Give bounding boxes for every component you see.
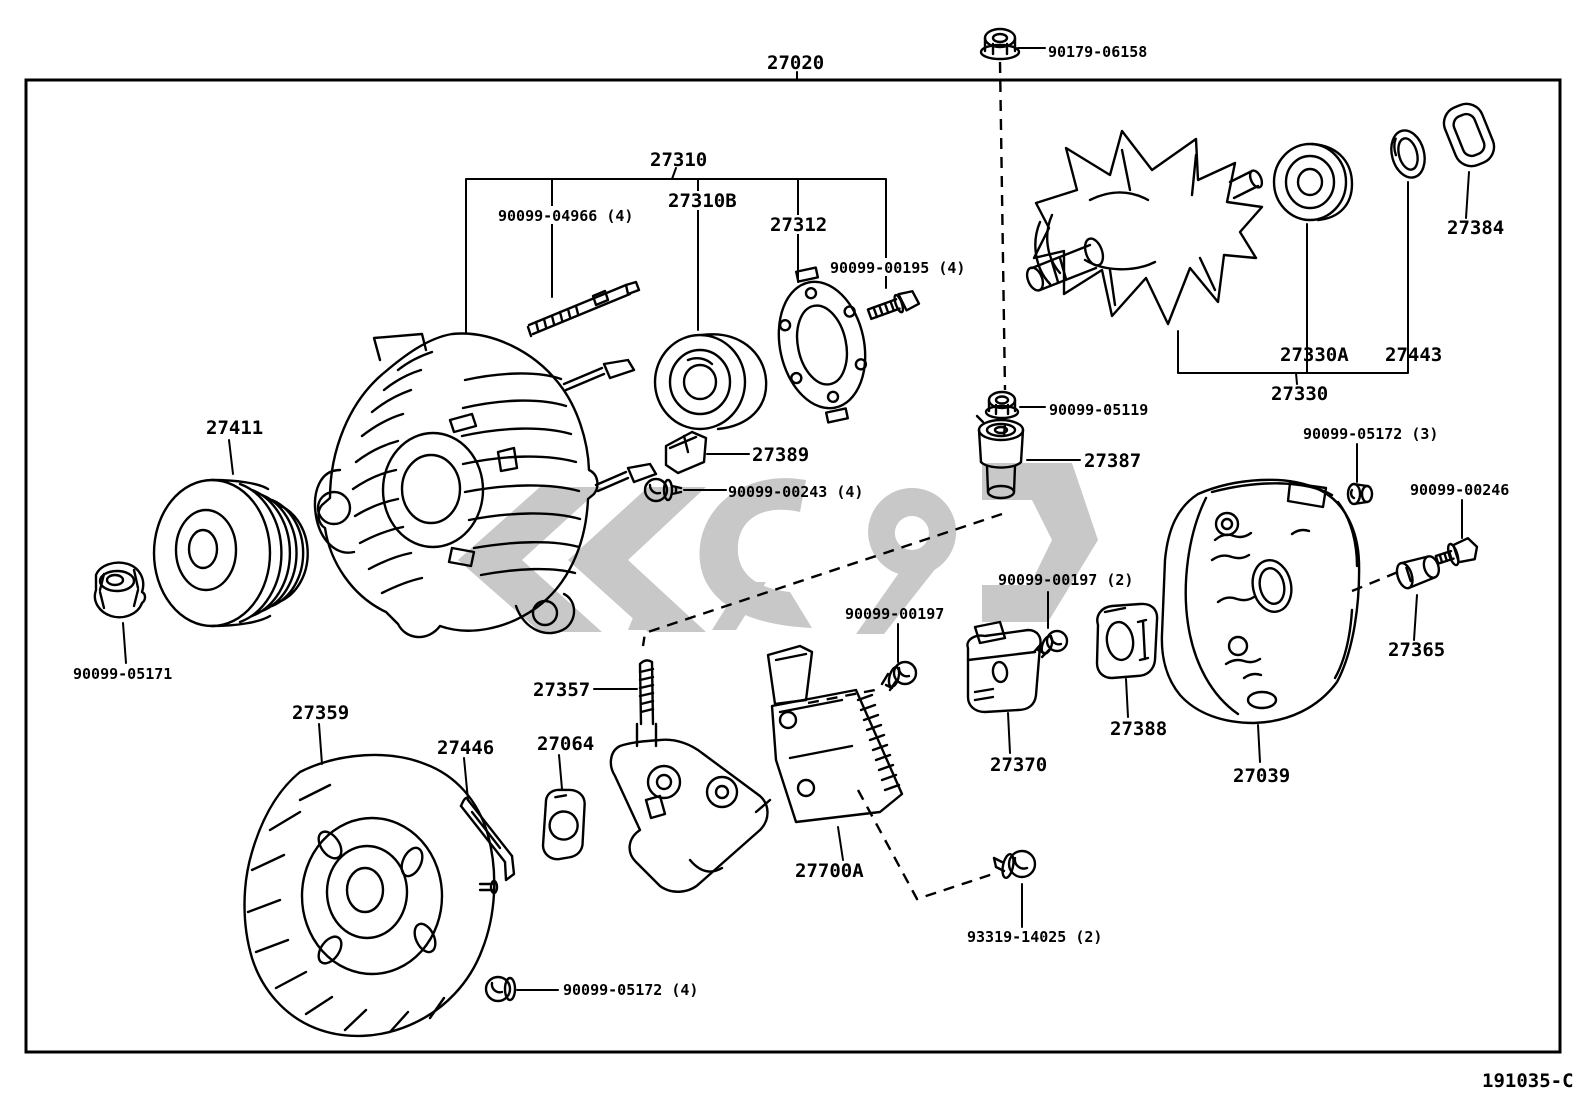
part-label-27700A: 27700A: [795, 860, 864, 882]
plug-27365-drawing: [1395, 555, 1441, 590]
screw-00197-2-drawing: [1032, 629, 1069, 659]
part-label-90099-05119: 90099-05119: [1049, 401, 1148, 419]
grommet-05172-3-drawing: [1346, 482, 1374, 506]
part-label-27446: 27446: [437, 737, 494, 759]
part-label-27020: 27020: [767, 52, 824, 74]
screw-93319-drawing: [992, 849, 1037, 879]
part-label-90099-00197: 90099-00197: [845, 605, 944, 623]
rear-housing-27039-drawing: [1160, 478, 1361, 725]
screw-00243-drawing: [643, 477, 683, 503]
bolt-00195-drawing: [866, 290, 921, 321]
front-housing-drawing: [313, 332, 599, 639]
watermark-logo: [458, 463, 1098, 634]
terminal-stud-drawing: [562, 358, 658, 493]
part-label-90179-06158: 90179-06158: [1048, 43, 1147, 61]
bolt-00246-drawing: [1434, 537, 1479, 567]
stud-bolt-04966-drawing: [526, 280, 641, 338]
nut-05171-drawing: [93, 561, 147, 619]
part-label-90099-05171: 90099-05171: [73, 665, 172, 683]
part-label-27064: 27064: [537, 733, 594, 755]
rotor-drawing: [1025, 129, 1264, 326]
pulley-27411-drawing: [152, 478, 309, 628]
part-labels: 27020 90179-06158 27310 27310B 90099-049…: [73, 43, 1574, 1092]
part-label-90099-04966: 90099-04966 (4): [498, 207, 633, 225]
nut-90179-drawing: [979, 27, 1021, 61]
part-label-27359: 27359: [292, 702, 349, 724]
nut-05172-4-drawing: [484, 975, 517, 1003]
bearing-27310B-drawing: [653, 333, 768, 431]
part-label-90099-05172-3: 90099-05172 (3): [1303, 425, 1438, 443]
part-label-27387: 27387: [1084, 450, 1141, 472]
part-label-27443: 27443: [1385, 344, 1442, 366]
part-label-27357: 27357: [533, 679, 590, 701]
insulator-27387-drawing: [975, 414, 1025, 500]
grommet-27384-drawing: [1442, 102, 1496, 168]
nut-05119-drawing: [984, 390, 1020, 420]
regulator-27370-drawing: [966, 620, 1042, 714]
part-label-27039: 27039: [1233, 765, 1290, 787]
bearing-27330A-drawing: [1272, 142, 1354, 222]
part-label-27411: 27411: [206, 417, 263, 439]
part-label-27365: 27365: [1388, 639, 1445, 661]
part-label-27330: 27330: [1271, 383, 1328, 405]
ring-27443-drawing: [1390, 129, 1426, 179]
screw-00197-drawing: [880, 660, 918, 692]
part-label-93319-14025: 93319-14025 (2): [967, 928, 1102, 946]
rear-cover-27359-drawing: [243, 753, 499, 1038]
part-label-27310: 27310: [650, 149, 707, 171]
part-label-27370: 27370: [990, 754, 1047, 776]
part-label-27389: 27389: [752, 444, 809, 466]
retainer-plate-27312-drawing: [777, 266, 868, 424]
part-label-27310B: 27310B: [668, 190, 737, 212]
bracket-27310: [465, 178, 887, 334]
part-label-90099-00195: 90099-00195 (4): [830, 259, 965, 277]
part-label-27312: 27312: [770, 214, 827, 236]
bracket-27330: [1177, 181, 1409, 385]
diagram-border: [24, 78, 1562, 1054]
dashed-assembly-lines: [641, 61, 1399, 901]
part-label-90099-00197-2: 90099-00197 (2): [998, 571, 1133, 589]
part-label-90099-00243: 90099-00243 (4): [728, 483, 863, 501]
cover-27388-drawing: [1095, 602, 1159, 680]
part-label-27388: 27388: [1110, 718, 1167, 740]
plate-27446-drawing: [459, 796, 516, 882]
drawing-code: 191035-C: [1482, 1070, 1574, 1092]
part-label-90099-00246: 90099-00246: [1410, 481, 1509, 499]
terminal-27389-drawing: [664, 430, 708, 475]
plate-27064-drawing: [541, 788, 586, 861]
part-label-27384: 27384: [1447, 217, 1504, 239]
part-label-90099-05172-4: 90099-05172 (4): [563, 981, 698, 999]
rectifier-27700A-drawing: [766, 644, 904, 824]
part-label-27330A: 27330A: [1280, 344, 1349, 366]
leader-lines: [122, 47, 1470, 991]
brush-holder-27357-drawing: [609, 659, 772, 893]
